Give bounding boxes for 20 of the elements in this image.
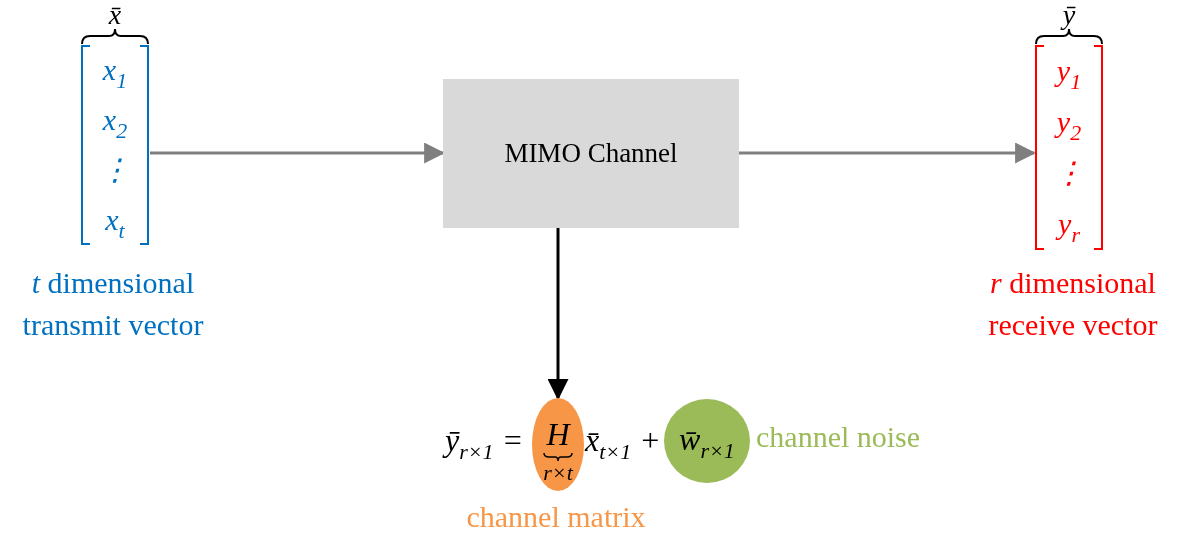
vector-entry: y$_{1}$	[1056, 53, 1082, 88]
equation-term: x̄$_{t×1}$ +	[585, 421, 661, 460]
channel-box: MIMO Channel	[443, 79, 739, 228]
vector-symbol: x̄	[107, 0, 123, 30]
vector-entry: x$_{1}$	[102, 53, 128, 87]
node-label: channel matrix	[465, 499, 647, 533]
node-label: t dimensional transmit vector	[21, 265, 205, 343]
node-label: r dimensional receive vector	[987, 265, 1159, 343]
vector-symbol: ȳ	[1059, 0, 1077, 30]
node-label: channel noise	[756, 419, 922, 455]
vector-entry: x$_{t}$	[105, 203, 125, 237]
dimension-subscript: r×t	[542, 460, 575, 486]
vector-entry: x$_{2}$	[102, 103, 128, 137]
vector-entry: ⋮	[1054, 156, 1084, 191]
vector-entry: y$_{2}$	[1056, 104, 1082, 139]
vector-entry: ⋮	[100, 153, 130, 187]
matrix-symbol: H	[545, 416, 572, 452]
arrow	[739, 142, 1037, 164]
noise-term: w̄$_{r×1}$	[678, 421, 736, 457]
arrow	[547, 228, 569, 401]
